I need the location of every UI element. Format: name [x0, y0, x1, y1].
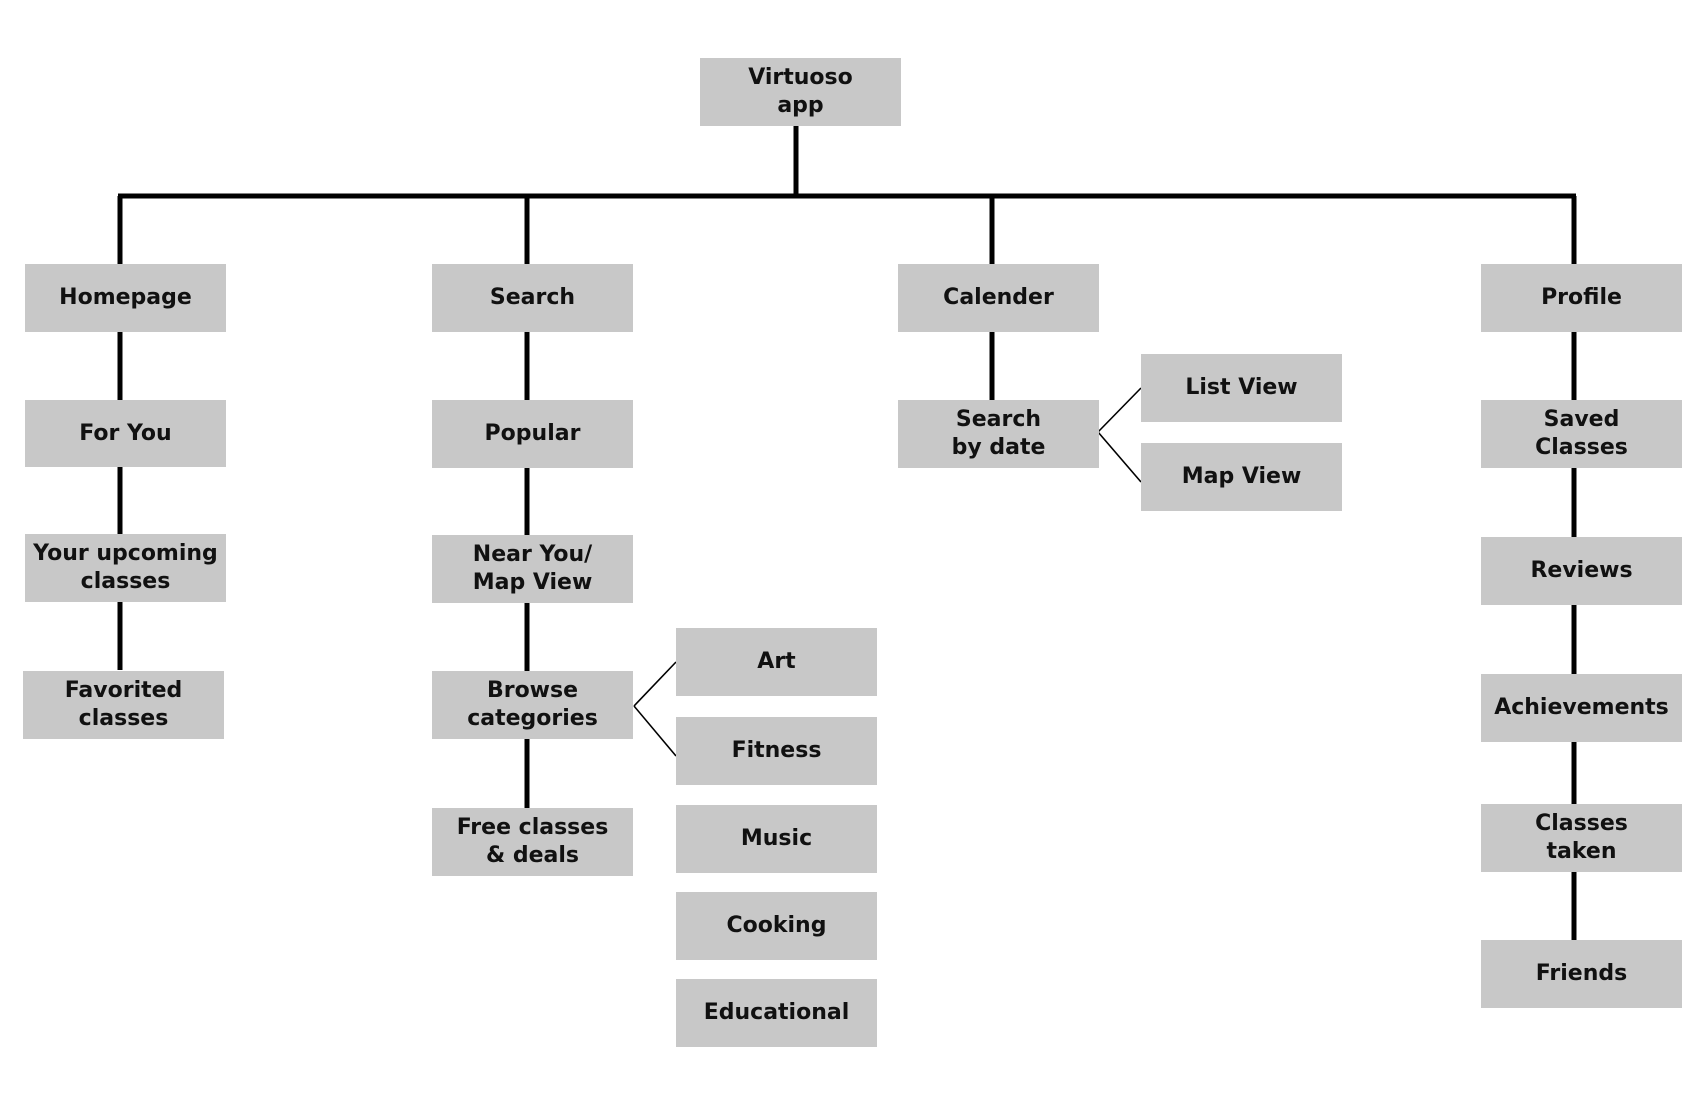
node-reviews: Reviews: [1481, 537, 1682, 605]
node-near-you-map-view: Near You/ Map View: [432, 535, 633, 603]
node-favorited-classes: Favorited classes: [23, 671, 224, 739]
node-search-by-date: Search by date: [898, 400, 1099, 468]
node-music: Music: [676, 805, 877, 873]
connector-searchdate-map: [1097, 431, 1142, 483]
node-map-view: Map View: [1141, 443, 1342, 511]
node-classes-taken: Classes taken: [1481, 804, 1682, 872]
node-list-view: List View: [1141, 354, 1342, 422]
node-free-classes-deals: Free classes & deals: [432, 808, 633, 876]
node-cooking: Cooking: [676, 892, 877, 960]
node-search: Search: [432, 264, 633, 332]
node-your-upcoming-classes: Your upcoming classes: [25, 534, 226, 602]
node-educational: Educational: [676, 979, 877, 1047]
node-art: Art: [676, 628, 877, 696]
node-homepage: Homepage: [25, 264, 226, 332]
node-popular: Popular: [432, 400, 633, 468]
node-calender: Calender: [898, 264, 1099, 332]
node-for-you: For You: [25, 400, 226, 467]
node-browse-categories: Browse categories: [432, 671, 633, 739]
node-saved-classes: Saved Classes: [1481, 400, 1682, 468]
node-virtuoso-app: Virtuoso app: [700, 58, 901, 126]
node-profile: Profile: [1481, 264, 1682, 332]
node-fitness: Fitness: [676, 717, 877, 785]
node-friends: Friends: [1481, 940, 1682, 1008]
connector-browse-art: [633, 661, 677, 707]
connector-browse-fitness: [633, 705, 677, 757]
connector-searchdate-list: [1097, 387, 1142, 433]
node-achievements: Achievements: [1481, 674, 1682, 742]
